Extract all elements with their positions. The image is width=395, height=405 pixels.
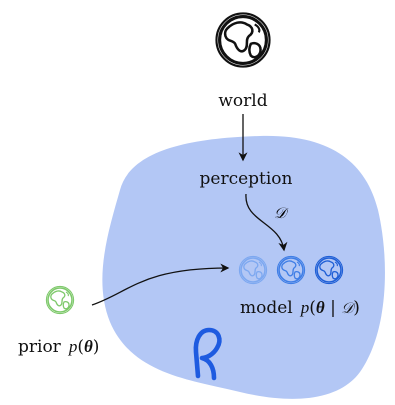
model-word: model [240,298,293,318]
agent-icon [193,327,222,381]
prior-open: ( [77,337,84,357]
world-label: world [218,91,267,111]
model-D: 𝒟 [341,299,356,317]
model-close: ) [353,298,360,318]
world-globe-icon [214,11,272,69]
model-open: ( [309,298,316,318]
prior-globe-icon [45,285,75,315]
perception-to-model-arrow [245,193,288,252]
model-p: p [300,298,310,317]
model-theta: θ [316,298,325,317]
data-symbol-label: 𝒟 [274,204,289,222]
prior-word: prior [18,337,62,357]
prior-close: ) [93,337,100,357]
model-bar: | [325,298,342,318]
perception-label: perception [200,169,293,189]
prior-p: p [68,337,78,356]
prior-theta: θ [84,337,93,356]
prior-to-model-arrow [91,263,230,306]
